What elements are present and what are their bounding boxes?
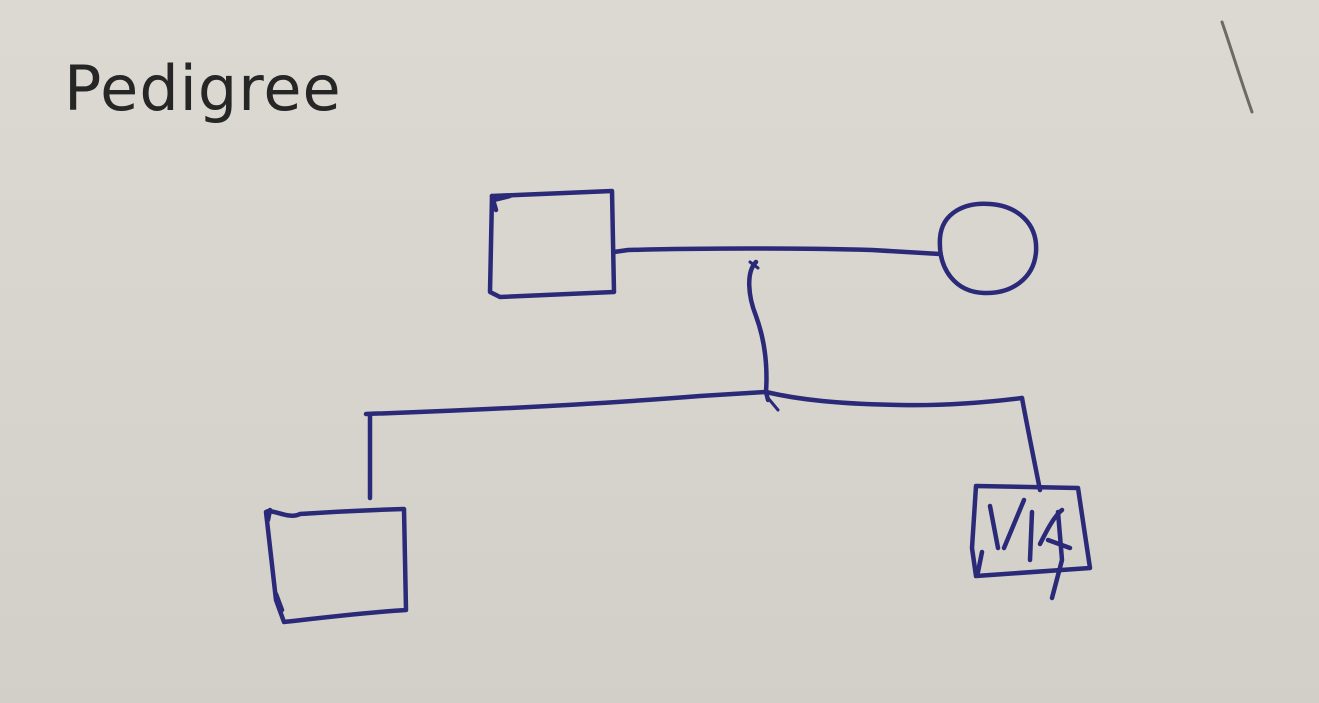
left-child-square-corner-mark xyxy=(265,507,285,613)
father-square-corner-mark xyxy=(489,193,513,213)
mother-circle xyxy=(937,201,1039,296)
right-child-drop-line xyxy=(1019,395,1043,493)
sibship-line xyxy=(363,389,1025,417)
father-square xyxy=(487,188,617,300)
pencil-mark xyxy=(1220,20,1254,114)
mating-line xyxy=(611,246,943,257)
descent-line-hook xyxy=(748,260,760,270)
left-child-square xyxy=(263,506,409,625)
page-title: Pedigree xyxy=(64,52,342,125)
descent-line xyxy=(747,259,771,403)
right-child-hatching xyxy=(975,497,1073,601)
right-child-square xyxy=(969,483,1093,579)
sibship-line-tick xyxy=(766,396,780,412)
